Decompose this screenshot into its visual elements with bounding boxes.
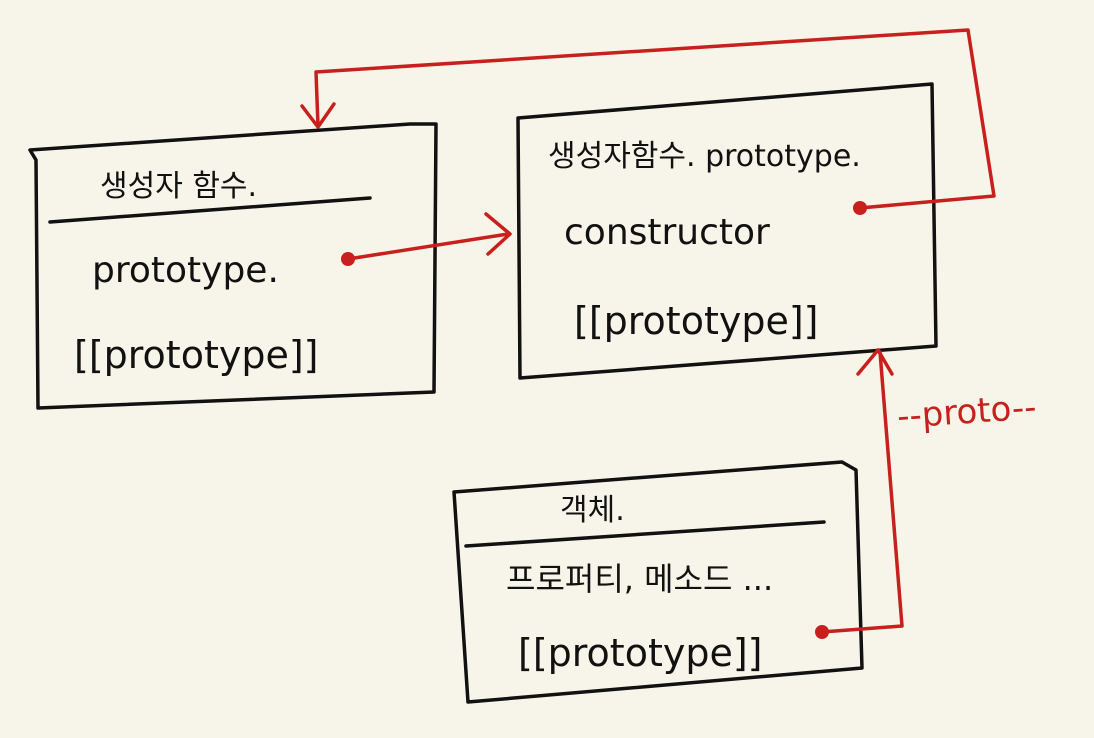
constructor-function-box-border — [28, 122, 438, 410]
proto-link-line — [820, 350, 904, 634]
instance-object-box-border — [452, 460, 864, 704]
constructor-arrow-head — [300, 102, 336, 129]
prototype-object-constructor-property: constructor — [564, 212, 770, 253]
prototype-arrow-line — [346, 232, 510, 261]
prototype-object-title: 생성자함수. prototype. — [548, 139, 861, 174]
constructor-function-divider — [48, 196, 372, 224]
instance-object-internal-prototype: [[prototype]] — [518, 631, 763, 675]
prototype-object-internal-prototype: [[prototype]] — [574, 299, 819, 343]
proto-link-arrow: --proto-- — [815, 348, 1038, 639]
prototype-object-box-border — [516, 82, 938, 380]
constructor-function-box: 생성자 함수. prototype. [[prototype]] — [28, 122, 438, 410]
prototype-object-box: 생성자함수. prototype. constructor [[prototyp… — [516, 82, 938, 380]
instance-object-title: 객체. — [560, 493, 625, 528]
proto-link-head — [856, 348, 894, 376]
proto-link-label: --proto-- — [896, 387, 1038, 437]
instance-object-properties: 프로퍼티, 메소드 ... — [506, 560, 773, 598]
constructor-arrow-line — [314, 28, 996, 210]
constructor-arrow — [300, 28, 996, 215]
constructor-function-prototype-property: prototype. — [92, 250, 279, 291]
constructor-function-internal-prototype: [[prototype]] — [74, 333, 319, 377]
constructor-function-title: 생성자 함수. — [100, 169, 257, 204]
instance-object-box: 객체. 프로퍼티, 메소드 ... [[prototype]] — [452, 460, 864, 704]
prototype-arrow — [341, 212, 512, 266]
instance-object-divider — [464, 520, 826, 548]
prototype-arrow-head — [484, 212, 512, 256]
